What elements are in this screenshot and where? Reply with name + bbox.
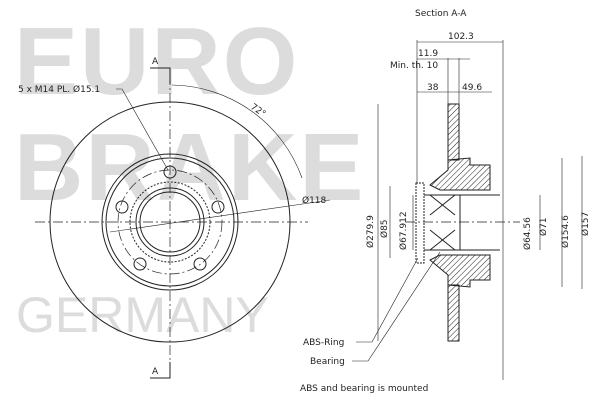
section-view: Section A-A 102.3 11.9 Min. th. 10 38 49… [300,9,591,394]
pcd-label: Ø118 [302,195,327,206]
bolt-hole [115,200,129,214]
watermark-euro: EURO [14,8,300,115]
hub-section-bottom [429,254,491,288]
abs-ring [415,182,425,264]
section-marker-bottom: A [152,367,159,377]
bearing-outline [424,194,461,251]
section-arrow-bottom [150,362,171,379]
dim-disc-thickness: 11.9 [418,49,438,59]
abs-ring-leader [356,257,419,343]
bolt-leader [116,88,169,171]
bearing-roller [429,229,456,251]
dim-outer-diameter: Ø279.9 [365,215,376,248]
bolt-hole [133,257,147,271]
dim-d71: Ø71 [538,217,549,236]
angle-arc [171,84,303,179]
dim-d154: Ø154.6 [560,215,571,248]
abs-ring-label: ABS-Ring [303,338,344,348]
dim-offset-1: 38 [427,83,439,93]
pcd-dimension-line [109,199,331,233]
bearing-leader [352,251,441,362]
dim-offset-2: 49.6 [462,83,482,93]
watermark-brake: BRAKE [14,114,366,221]
dim-d85: Ø85 [379,219,390,238]
dim-d67: Ø67.912 [398,211,409,250]
front-view: A A 5 x M14 PL. Ø15.1 72° Ø118 [18,57,331,379]
section-arrow-top [150,67,171,84]
bearing-roller [429,194,456,216]
dim-d157: Ø157 [580,212,591,236]
watermark-germany: GERMANY [16,287,269,343]
dim-d64: Ø64.56 [522,217,533,250]
bolt-hole [193,257,207,271]
mounting-note: ABS and bearing is mounted [300,384,428,394]
section-marker-top: A [152,57,159,67]
dim-overall-width: 102.3 [448,32,474,42]
hub-section-top [429,157,491,191]
angle-label: 72° [248,102,267,119]
bolt-label: 5 x M14 PL. Ø15.1 [18,84,100,95]
disc-friction-ring-top [447,103,460,161]
dim-min-thickness: Min. th. 10 [390,61,438,71]
bearing-label: Bearing [310,357,345,367]
section-title: Section A-A [415,9,467,19]
bolt-hole [211,200,225,214]
disc-friction-ring-bottom [447,284,460,342]
